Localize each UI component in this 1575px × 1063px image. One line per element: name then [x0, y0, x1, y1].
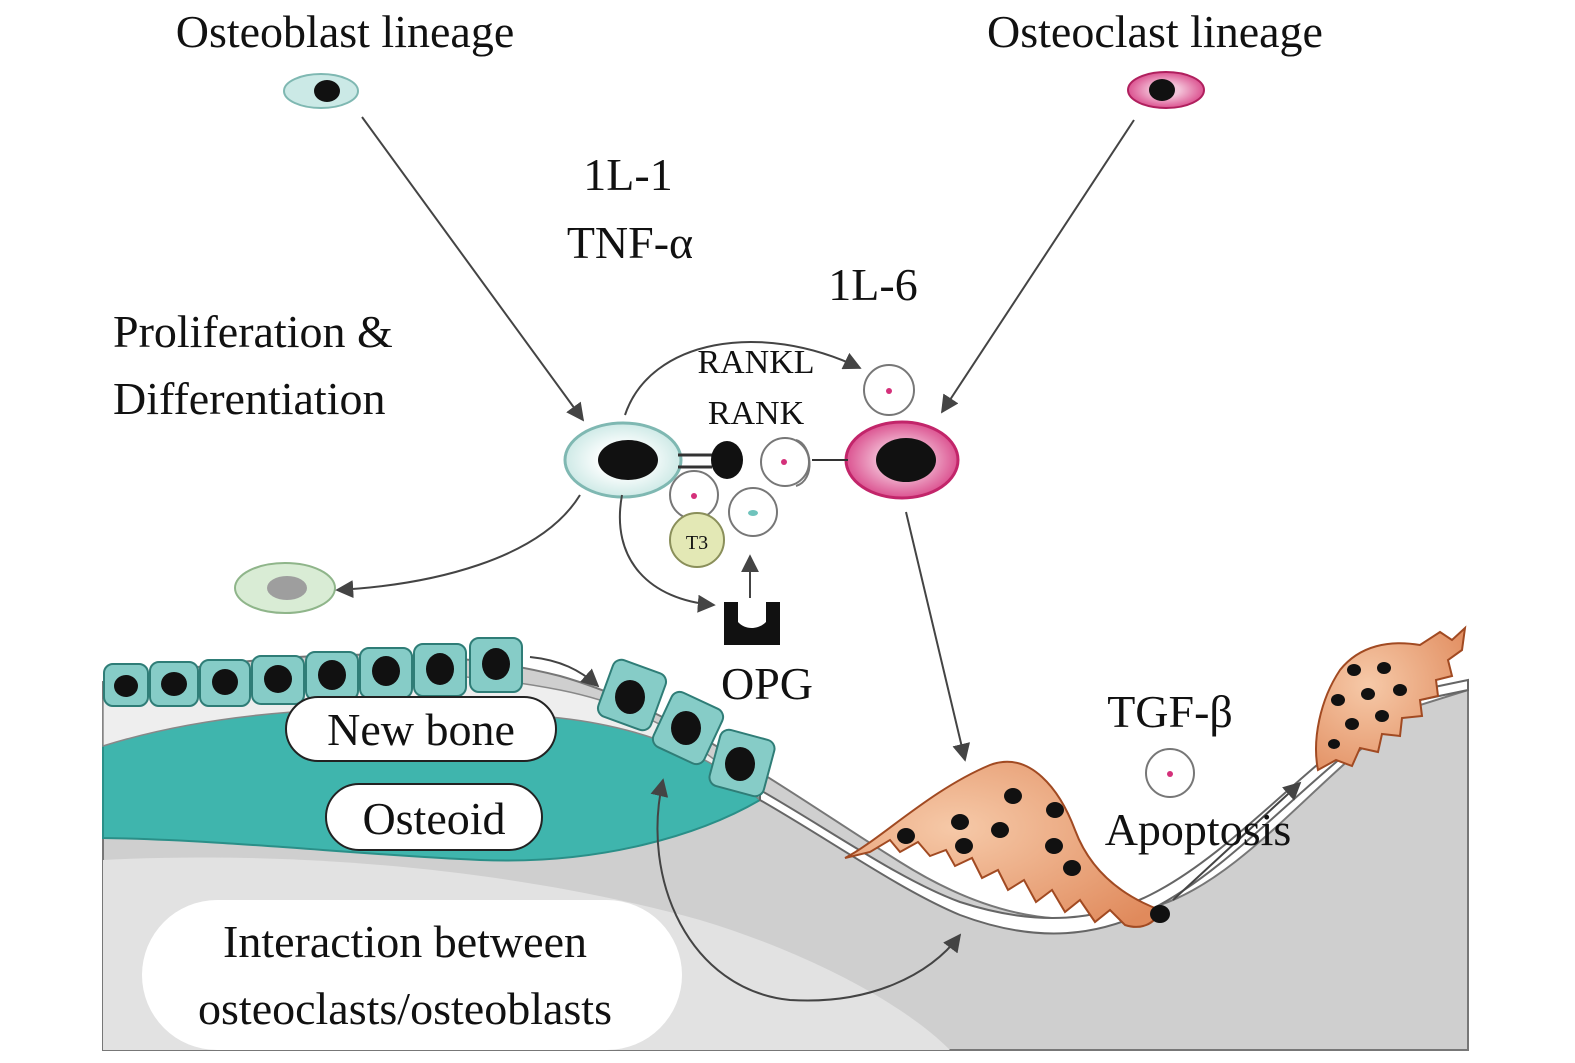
arrow-osteoclast-down: [905, 511, 971, 762]
apoptosis-label: Apoptosis: [1105, 804, 1292, 855]
differentiation-label: Differentiation: [113, 373, 386, 424]
arrow-osteoclast-lineage: [941, 119, 1135, 414]
rankl-label: RANKL: [697, 344, 814, 381]
rank-label: RANK: [708, 395, 805, 432]
osteoblast-lineage-title: Osteoblast lineage: [176, 6, 515, 57]
lining-osteoblast-row: [103, 637, 523, 707]
arrow-apoptosis: [1172, 781, 1302, 901]
interaction-label-line1: Interaction between: [223, 916, 587, 967]
arrow-osteoblast-lineage: [361, 116, 585, 422]
tgf-beta-vesicle: [1145, 748, 1195, 798]
opg-label: OPG: [721, 658, 813, 709]
osteoclast-cell: [844, 420, 960, 500]
osteoclast-lineage-title: Osteoclast lineage: [987, 6, 1323, 57]
lining-precursor-cell: [234, 562, 336, 614]
osteoid-label: Osteoid: [362, 793, 505, 844]
t3-label: T3: [686, 532, 708, 554]
tgf-beta-label: TGF-β: [1107, 686, 1233, 737]
opg-icon: [724, 602, 780, 645]
il1-label: 1L-1: [583, 149, 672, 200]
new-bone-pill: New bone: [285, 696, 557, 762]
cytokine-teal: [728, 487, 778, 537]
arrows: [335, 116, 1302, 1002]
interaction-pill: [142, 900, 682, 1050]
new-bone-label: New bone: [327, 704, 515, 755]
il6-cytokine: [863, 364, 915, 416]
rankl-rank-complex: [678, 437, 848, 487]
arrow-to-precursor: [335, 494, 581, 599]
proliferation-label: Proliferation &: [113, 306, 393, 357]
il6-label: 1L-6: [828, 259, 917, 310]
interaction-label-line2: osteoclasts/osteoblasts: [198, 983, 612, 1034]
osteoclast-precursor-cell: [1127, 71, 1205, 109]
cytokine-pink: [669, 470, 719, 520]
active-osteoblasts: [596, 658, 776, 798]
tnf-alpha-label: TNF-α: [567, 217, 693, 268]
osteoblast-precursor-cell: [283, 73, 359, 109]
arrow-interaction: [650, 778, 962, 1002]
apoptotic-osteoclast: [1315, 625, 1467, 772]
arrow-lining-to-active: [529, 656, 600, 688]
t3-cell: T3: [669, 512, 725, 568]
arrow-il6-loop: [624, 341, 862, 416]
osteoid-pill: Osteoid: [325, 783, 543, 851]
osteoblast-cell: [563, 421, 683, 499]
arrow-to-opg: [618, 494, 716, 613]
